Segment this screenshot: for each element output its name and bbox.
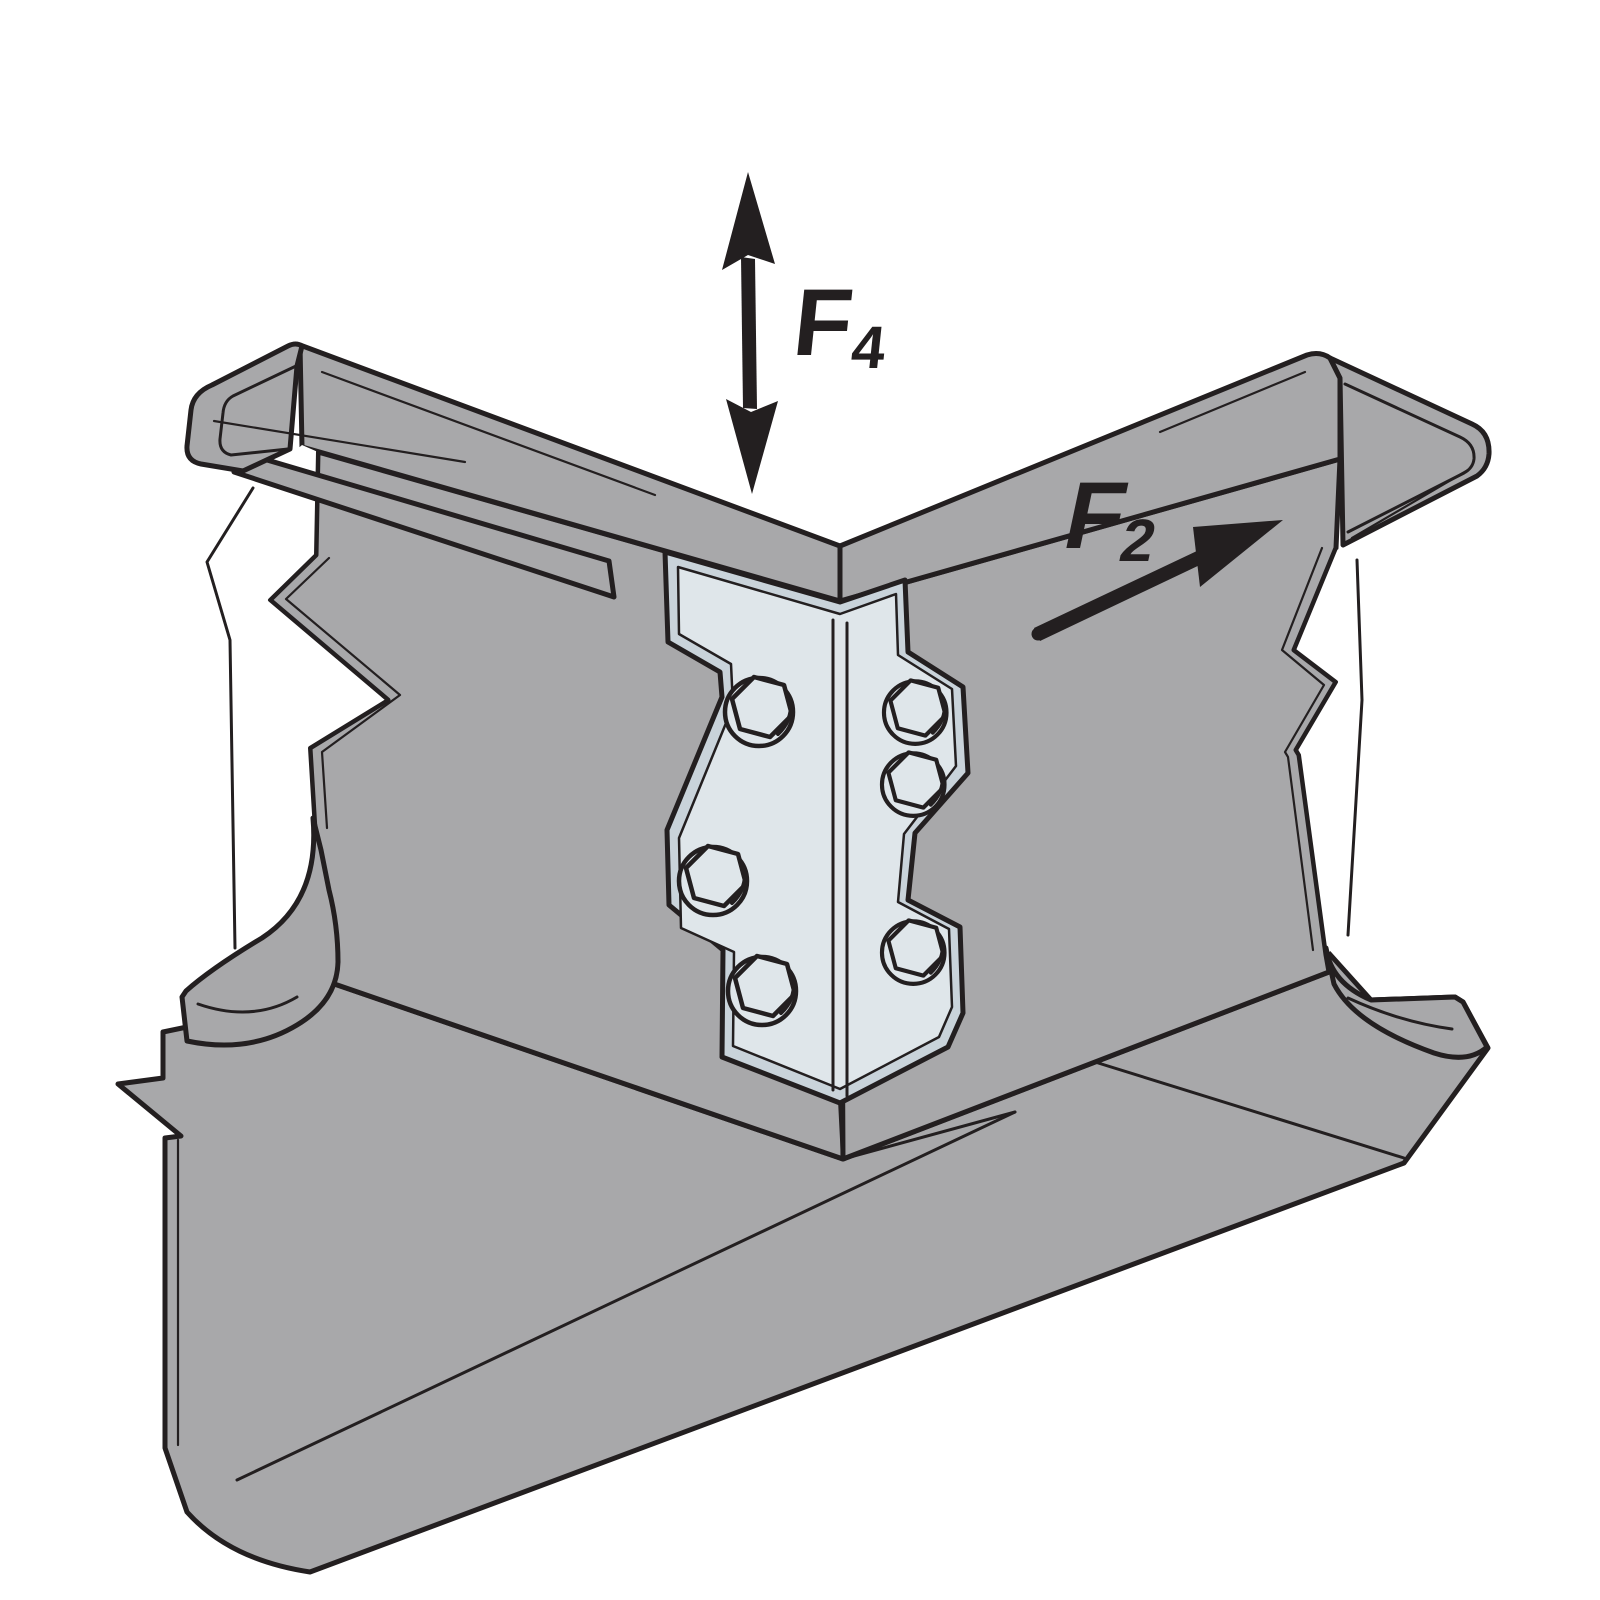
f4-arrowhead-up: [722, 172, 775, 270]
hex-bolt-right-top: [884, 680, 947, 743]
f2-arrowhead: [1193, 520, 1283, 587]
right-bottom-lip-inner-line: [1346, 996, 1454, 1031]
flange-valley-line: [841, 1110, 1017, 1161]
right-flange-edge-fold-line: [1093, 1060, 1406, 1160]
left-bottom-lip: [179, 815, 341, 1048]
hex-bolt-left-bottom: [728, 956, 796, 1025]
web-junction-line: [838, 1098, 845, 1161]
force-label-f4: F4: [788, 270, 894, 381]
right-break-gap: [1294, 548, 1362, 955]
left-end-cap-interior-line: [212, 419, 467, 464]
right-jagged-cut-edge: [1292, 457, 1342, 957]
connector-bracket: [662, 549, 971, 1106]
f2-arrow-shaft: [1034, 550, 1204, 641]
f4-arrowhead-down: [726, 399, 778, 494]
left-cut-thickness-line: [284, 556, 402, 830]
right-flange-radius-line: [1158, 370, 1307, 434]
left-end-cap-inner-line: [218, 364, 298, 457]
left-end-cap-outline: [184, 341, 305, 474]
right-end-cut-edge: [1346, 558, 1364, 937]
right-end-cap: [1327, 355, 1492, 548]
right-end-cap-outline: [1327, 355, 1492, 548]
left-bottom-lip-outline: [179, 815, 341, 1048]
hex-bolt-right-bottom: [882, 920, 945, 983]
bottom-flange-surface: [115, 947, 1491, 1575]
left-end-cut-edge: [205, 486, 255, 950]
web-break-cut-right: [1280, 457, 1364, 957]
hex-bolt-left-middle: [679, 846, 747, 915]
right-bottom-lip-outline: [1323, 945, 1490, 1060]
right-end-cap-interior-line: [1350, 468, 1470, 540]
hex-bolt-left-top: [725, 677, 793, 746]
left-break-gap: [207, 445, 388, 948]
force-arrow-f2: [1031, 520, 1283, 641]
right-cut-thickness-line: [1280, 546, 1326, 952]
hex-bolt-right-middle: [882, 752, 945, 815]
right-bottom-lip: [1323, 945, 1490, 1060]
force-arrow-f4: [722, 172, 778, 494]
left-bottom-lip-inner-line: [196, 995, 299, 1014]
left-flange-radius-line: [320, 370, 657, 497]
left-end-cap: [184, 341, 467, 474]
f4-arrow-shaft: [741, 257, 757, 409]
left-flange-edge-fold-line: [235, 1110, 1017, 1482]
